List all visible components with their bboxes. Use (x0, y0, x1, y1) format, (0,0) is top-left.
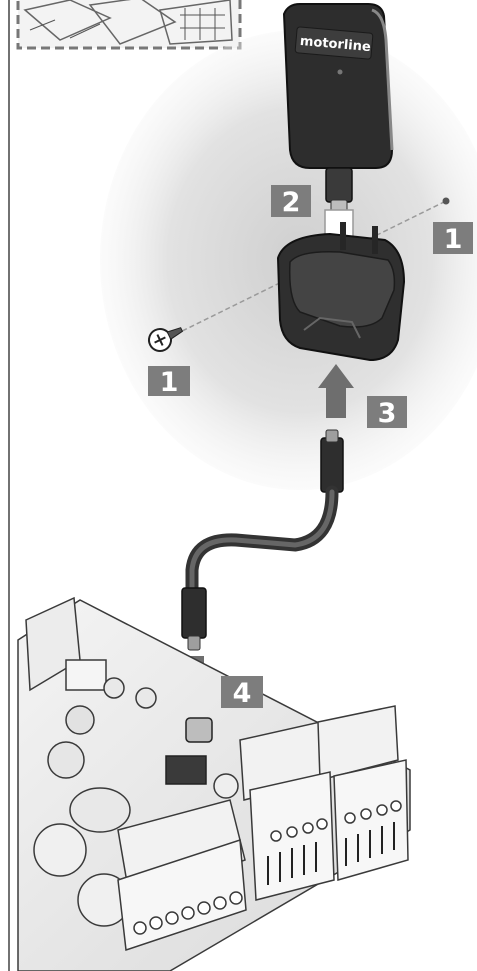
step-badge-insert-cable: 3 (367, 396, 407, 429)
step-badge-plug-board: 4 (221, 676, 263, 709)
wall-holder (278, 222, 404, 360)
wall-hole (443, 198, 450, 205)
step-badge-screw-right: 1 (433, 222, 473, 255)
svg-text:1: 1 (444, 224, 463, 255)
usb-port (186, 718, 212, 742)
svg-text:3: 3 (378, 398, 397, 429)
svg-text:2: 2 (282, 187, 301, 218)
detail-thumbnail (18, 0, 240, 48)
step-badge-insert-transmitter: 2 (271, 185, 311, 218)
control-board (18, 598, 410, 971)
step-badge-screw-left: 1 (148, 366, 190, 398)
svg-text:1: 1 (160, 367, 179, 398)
svg-text:4: 4 (233, 678, 252, 709)
